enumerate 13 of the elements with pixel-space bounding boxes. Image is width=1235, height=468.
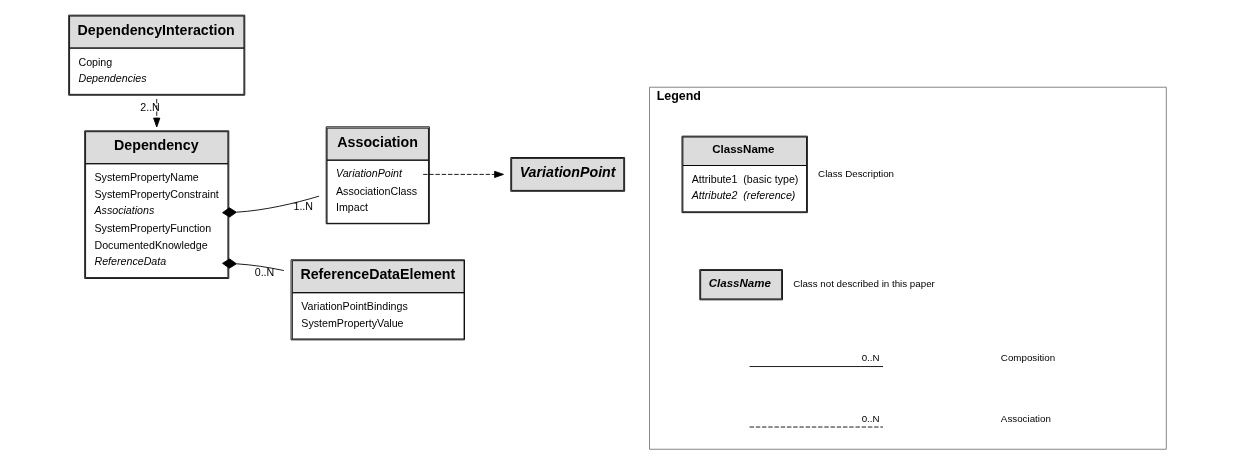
- label: 0..N: [861, 352, 880, 364]
- arrow: [153, 98, 161, 128]
- arrow: [422, 170, 504, 178]
- label: 0..N: [861, 412, 880, 424]
- node-label: Class Description: [818, 167, 895, 179]
- edge-label: 0..N: [254, 266, 275, 279]
- edge-label: 1..N: [293, 200, 314, 213]
- connector: [222, 195, 320, 218]
- legend-label: Composition: [1000, 352, 1056, 364]
- legend-label: Association: [1000, 412, 1051, 424]
- edge-label: 2..N: [140, 101, 160, 114]
- connector: [222, 258, 285, 271]
- node-label: Class not described in this paper: [793, 278, 935, 290]
